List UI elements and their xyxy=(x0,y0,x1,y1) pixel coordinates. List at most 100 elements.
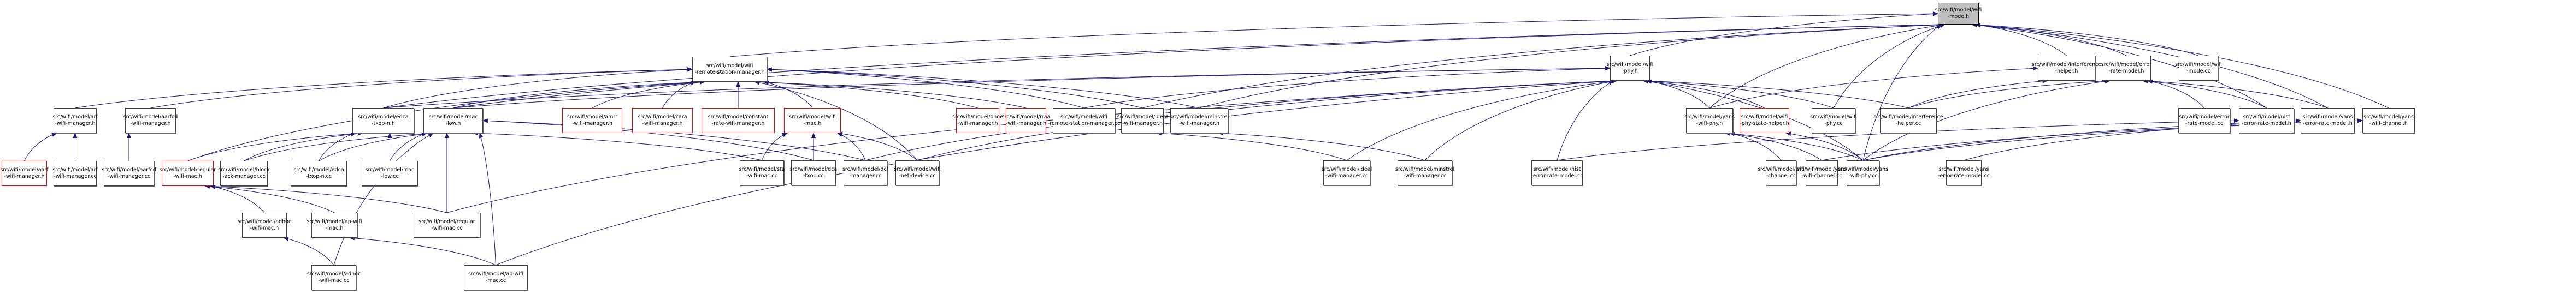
graph-node-amrr-wifi-manager-h[interactable]: src/wifi/model/amrr-wifi-manager.h xyxy=(562,108,622,133)
graph-node-dca-txop-cc[interactable]: src/wifi/model/dca-txop.cc xyxy=(790,160,837,185)
graph-node-aarfcd-wifi-manager-h[interactable]: src/wifi/model/aarfcd-wifi-manager.h xyxy=(123,108,178,133)
node-label-line: -wifi-manager.h xyxy=(1178,121,1220,127)
node-label-line: -wifi-manager.h xyxy=(1005,121,1047,127)
graph-node-yans-wifi-channel-cc[interactable]: src/wifi/model/yans-wifi-channel.cc xyxy=(1797,160,1847,185)
graph-node-error-rate-model-cc[interactable]: src/wifi/model/error-rate-model.cc xyxy=(2178,108,2230,133)
graph-node-ideal-wifi-manager-cc[interactable]: src/wifi/model/ideal-wifi-manager.cc xyxy=(1321,160,1372,185)
node-label-line: src/wifi/model/error xyxy=(2101,62,2152,68)
node-label-line: -wifi-manager.h xyxy=(957,121,998,127)
graph-node-wifi-phy-state-helper-h[interactable]: src/wifi/model/wifi-phy-state-helper.h xyxy=(1740,108,1789,133)
graph-node-yans-wifi-phy-cc[interactable]: src/wifi/model/yans-wifi-phy.cc xyxy=(1838,160,1888,185)
graph-node-wifi-mode-cc[interactable]: src/wifi/model/wifi-mode.cc xyxy=(2175,56,2222,81)
graph-node-arf-wifi-manager-h[interactable]: src/wifi/model/arf-wifi-manager.h xyxy=(52,108,98,133)
graph-node-wifi-channel-cc[interactable]: src/wifi/model/wifi-channel.cc xyxy=(1758,160,1805,185)
edge-wifi-net-device-cc-to-wifi-phy-h xyxy=(917,79,1618,161)
graph-node-minstrel-wifi-manager-h[interactable]: src/wifi/model/minstrel-wifi-manager.h xyxy=(1170,108,1229,133)
graph-node-aarf-wifi-manager-h[interactable]: src/wifi/model/aarf-wifi-manager.h xyxy=(0,161,49,186)
graph-node-ideal-wifi-manager-h[interactable]: src/wifi/model/ideal-wifi-manager.h xyxy=(1117,108,1168,133)
graph-node-yans-wifi-phy-h[interactable]: src/wifi/model/yans-wifi-phy.h xyxy=(1684,108,1735,133)
node-label-line: src/wifi/model/block xyxy=(218,167,270,173)
graph-node-arf-wifi-manager-cc[interactable]: src/wifi/model/arf-wifi-manager.cc xyxy=(52,161,98,186)
node-label-line: -mode.h xyxy=(1947,14,1970,20)
graph-node-rraa-wifi-manager-h[interactable]: src/wifi/model/rraa-wifi-manager.h xyxy=(1002,108,1050,133)
graph-node-adhoc-wifi-mac-cc[interactable]: src/wifi/model/adhoc-wifi-mac.cc xyxy=(307,265,361,290)
graph-node-dcf-manager-cc[interactable]: src/wifi/model/dcf-manager.cc xyxy=(842,160,888,185)
edge-error-rate-model-h-to-wifi-mode-h xyxy=(1971,22,2127,56)
edge-mac-low-h-to-wifi-mode-h xyxy=(453,22,1946,109)
edge-yans-wifi-channel-cc-to-yans-wifi-phy-h xyxy=(1724,131,1822,161)
graph-node-nist-error-rate-model-cc[interactable]: src/wifi/model/nist-error-rate-model.cc xyxy=(1531,160,1583,185)
graph-node-edca-txop-n-cc[interactable]: src/wifi/model/edca-txop-n.cc xyxy=(291,161,347,186)
edge-edca-txop-n-h-to-wifi-phy-h xyxy=(383,66,1611,109)
node-label-line: -error-rate-model.cc xyxy=(1531,173,1583,179)
node-label-line: src/wifi/model/aarfcd xyxy=(102,167,156,173)
edge-wifi-mode-cc-to-wifi-mode-h xyxy=(1971,22,2199,56)
node-label-line: src/wifi/model/adhoc xyxy=(306,271,361,277)
node-label-line: src/wifi/model/ideal xyxy=(1321,166,1372,172)
edge-sta-wifi-mac-cc-to-mac-low-h xyxy=(472,131,762,161)
edge-interference-helper-cc-to-error-rate-model-h xyxy=(1908,79,2111,109)
graph-node-mac-low-h[interactable]: src/wifi/model/mac-low.h xyxy=(423,108,483,133)
graph-node-block-ack-manager-cc[interactable]: src/wifi/model/block-ack-manager.cc xyxy=(218,161,270,186)
edge-minstrel-wifi-manager-h-to-wifi-mode-h xyxy=(1199,22,1946,109)
graph-node-wifi-phy-cc[interactable]: src/wifi/model/wifi-phy.cc xyxy=(1810,108,1857,133)
node-label-line: -phy.h xyxy=(1622,68,1638,74)
graph-node-minstrel-wifi-manager-cc[interactable]: src/wifi/model/minstrel-wifi-manager.cc xyxy=(1395,160,1454,185)
graph-node-edca-txop-n-h[interactable]: src/wifi/model/edca-txop-n.h xyxy=(352,108,414,133)
graph-node-adhoc-wifi-mac-h[interactable]: src/wifi/model/adhoc-wifi-mac.h xyxy=(238,213,291,238)
edge-ap-wifi-mac-cc-to-wifi-phy-h xyxy=(496,79,1618,266)
node-label-line: -helper.h xyxy=(2055,68,2078,74)
node-label-line: src/wifi/model/rraa xyxy=(1001,114,1051,120)
graph-node-ap-wifi-mac-cc[interactable]: src/wifi/model/ap-wifi-mac.cc xyxy=(464,265,528,290)
node-label-line: src/wifi/model/cara xyxy=(638,114,687,120)
graph-node-regular-wifi-mac-cc[interactable]: src/wifi/model/regular-wifi-mac.cc xyxy=(414,213,480,238)
node-label-line: src/wifi/model/adhoc xyxy=(237,219,292,225)
node-label-line: -wifi-mac.cc xyxy=(746,173,777,179)
edge-wifi-net-device-cc-to-wifi-mac-h xyxy=(837,131,918,161)
graph-node-onoe-wifi-manager-h[interactable]: src/wifi/model/onoe-wifi-manager.h xyxy=(952,108,1003,133)
edge-edca-txop-n-h-to-wifi-remote-station-manager-h xyxy=(383,67,693,109)
node-label-line: src/wifi/model/interference xyxy=(2031,62,2102,68)
graph-node-yans-wifi-channel-h[interactable]: src/wifi/model/yans-wifi-channel.h xyxy=(2362,108,2415,133)
edge-minstrel-wifi-manager-h-to-wifi-remote-station-manager-h xyxy=(767,67,1200,109)
edge-sta-wifi-mac-cc-to-wifi-mac-h xyxy=(762,133,788,161)
graph-node-ap-wifi-mac-h[interactable]: src/wifi/model/ap-wifi-mac.h xyxy=(306,213,362,238)
graph-node-sta-wifi-mac-cc[interactable]: src/wifi/model/sta-wifi-mac.cc xyxy=(739,160,785,185)
graph-node-yans-error-rate-model-cc[interactable]: src/wifi/model/yans-error-rate-model.cc xyxy=(1938,160,1990,185)
node-label-line: src/wifi/model/mac xyxy=(365,167,415,173)
graph-node-wifi-remote-station-manager-cc[interactable]: src/wifi/model/wifi-remote-station-manag… xyxy=(1048,108,1120,133)
node-label-line: src/wifi/model/wifi xyxy=(789,114,836,120)
node-label-line: -wifi-phy.cc xyxy=(1848,173,1878,179)
node-label-line: -wifi-manager.h xyxy=(130,121,171,127)
edge-ap-wifi-mac-cc-to-ap-wifi-mac-h xyxy=(349,236,496,266)
node-label-line: -mac.h xyxy=(325,225,344,231)
graph-node-interference-helper-cc[interactable]: src/wifi/model/interference-helper.cc xyxy=(1873,108,1943,133)
node-label-line: src/wifi/model/edca xyxy=(358,114,409,120)
node-label-line: src/wifi/model/yans xyxy=(1938,166,1989,172)
edge-wifi-mac-h-to-wifi-remote-station-manager-h xyxy=(763,80,813,109)
graph-node-constant-rate-wifi-manager-h[interactable]: src/wifi/model/constant-rate-wifi-manage… xyxy=(702,108,775,133)
edge-regular-wifi-mac-h-to-wifi-remote-station-manager-h xyxy=(187,80,705,161)
node-label-line: src/wifi/model/regular xyxy=(418,219,475,225)
graph-node-wifi-remote-station-manager-h[interactable]: src/wifi/model/wifi-remote-station-manag… xyxy=(692,57,767,82)
node-label-line: src/wifi/model/wifi xyxy=(1060,114,1107,120)
graph-node-nist-error-rate-model-h[interactable]: src/wifi/model/nist-error-rate-model.h xyxy=(2239,108,2294,133)
graph-node-wifi-net-device-cc[interactable]: src/wifi/model/wifi-net-device.cc xyxy=(894,160,941,185)
graph-node-wifi-mac-h[interactable]: src/wifi/model/wifi-mac.h xyxy=(784,108,841,133)
graph-node-cara-wifi-manager-h[interactable]: src/wifi/model/cara-wifi-manager.h xyxy=(632,108,693,133)
node-label-line: src/wifi/model/yans xyxy=(1838,166,1888,172)
graph-node-mac-low-cc[interactable]: src/wifi/model/mac-low.cc xyxy=(362,161,418,186)
node-label-line: src/wifi/model/yans xyxy=(1684,114,1735,120)
graph-node-error-rate-model-h[interactable]: src/wifi/model/error-rate-model.h xyxy=(2101,56,2152,81)
edge-wifi-phy-cc-to-wifi-phy-h xyxy=(1642,79,1834,109)
node-label-line: src/wifi/model/amrr xyxy=(567,114,618,120)
node-label-line: -remote-station-manager.h xyxy=(694,69,765,75)
graph-node-aarfcd-wifi-manager-cc[interactable]: src/wifi/model/aarfcd-wifi-manager.cc xyxy=(102,161,156,186)
node-label-line: -wifi-channel.cc xyxy=(1801,173,1842,179)
graph-node-wifi-phy-h[interactable]: src/wifi/model/wifi-phy.h xyxy=(1607,56,1653,81)
edge-ideal-wifi-manager-cc-to-wifi-phy-h xyxy=(1346,79,1618,161)
graph-node-interference-helper-h[interactable]: src/wifi/model/interference-helper.h xyxy=(2032,56,2101,81)
graph-node-yans-error-rate-model-h[interactable]: src/wifi/model/yans-error-rate-model.h xyxy=(2301,108,2355,133)
graph-node-regular-wifi-mac-h[interactable]: src/wifi/model/regular-wifi-mac.h xyxy=(160,161,216,186)
